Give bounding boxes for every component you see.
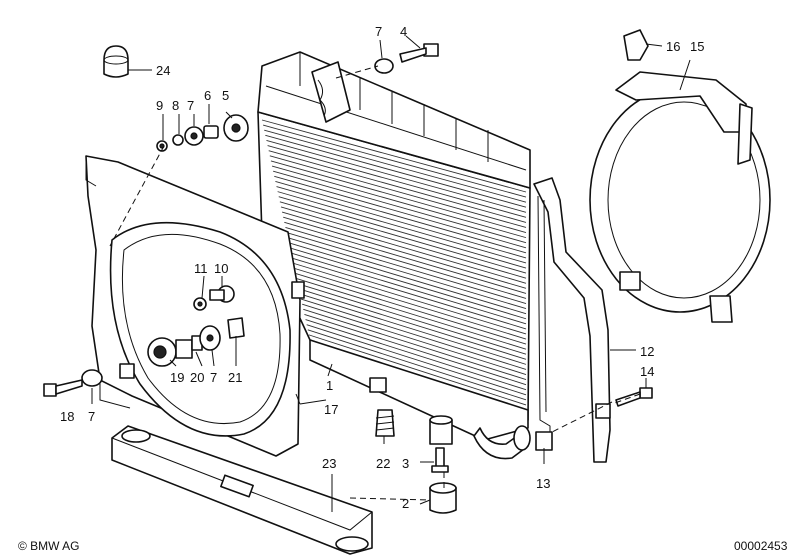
label-12: 12 <box>640 344 654 359</box>
radiator-fin <box>295 273 527 345</box>
condenser-frame <box>533 177 611 463</box>
label-24: 24 <box>156 63 170 78</box>
radiator-fin <box>271 165 527 239</box>
radiator-fin <box>288 242 527 315</box>
radiator-fins <box>261 119 527 411</box>
radiator-fin <box>264 129 527 203</box>
radiator-fin <box>278 196 527 269</box>
label-23: 23 <box>322 456 336 471</box>
radiator-fin <box>269 155 527 228</box>
label-7-top: 7 <box>375 24 382 39</box>
radiator-fin <box>289 247 527 320</box>
label-11: 11 <box>194 261 208 276</box>
radiator-fin <box>283 216 527 289</box>
radiator-fin <box>298 288 527 360</box>
label-21: 21 <box>228 370 242 385</box>
radiator-fin <box>276 186 527 259</box>
label-8: 8 <box>172 98 179 113</box>
radiator <box>257 51 531 460</box>
label-7-top-left: 7 <box>187 98 194 113</box>
radiator-fin <box>299 293 527 365</box>
label-14: 14 <box>640 364 654 379</box>
label-13: 13 <box>536 476 550 491</box>
label-4: 4 <box>400 24 407 39</box>
bolt-18 <box>43 369 103 397</box>
radiator-fin <box>273 170 527 244</box>
radiator-fin <box>290 252 527 325</box>
radiator-fin <box>308 334 527 406</box>
label-19: 19 <box>170 370 184 385</box>
radiator-fin <box>307 329 527 401</box>
rubber-mount-24 <box>103 45 129 78</box>
diagram-number: 00002453 <box>734 539 788 553</box>
radiator-fin <box>262 124 527 198</box>
radiator-fin <box>281 211 527 284</box>
radiator-fin <box>306 324 527 396</box>
rubber-mount-2 <box>429 482 457 514</box>
support-rail <box>111 425 373 555</box>
label-16: 16 <box>666 39 680 54</box>
radiator-fin <box>304 313 527 386</box>
radiator-fin <box>287 237 527 310</box>
copyright-text: © BMW AG <box>18 539 80 553</box>
part-labels: 24 9 8 7 6 5 7 4 16 15 11 10 19 20 7 21 … <box>60 24 704 511</box>
radiator-fin <box>284 221 527 294</box>
label-20: 20 <box>190 370 204 385</box>
radiator-fin <box>266 140 527 213</box>
label-18: 18 <box>60 409 74 424</box>
radiator-fin <box>279 201 527 274</box>
label-5: 5 <box>222 88 229 103</box>
label-22: 22 <box>376 456 390 471</box>
radiator-fin <box>294 267 527 340</box>
bolt-4 <box>374 43 439 74</box>
radiator-fin <box>265 134 527 208</box>
radiator-fin <box>303 308 527 381</box>
fan-shroud-front <box>85 155 305 457</box>
label-1: 1 <box>326 378 333 393</box>
label-15: 15 <box>690 39 704 54</box>
radiator-fin <box>300 298 527 370</box>
radiator-fin <box>297 283 527 355</box>
bolt-3 <box>431 447 449 473</box>
label-17: 17 <box>324 402 338 417</box>
label-10: 10 <box>214 261 228 276</box>
screw-22 <box>375 409 395 437</box>
radiator-fin <box>296 278 527 350</box>
radiator-fin <box>267 145 527 218</box>
radiator-fin <box>261 119 527 193</box>
mount-stack-19-21 <box>147 317 245 367</box>
radiator-fin <box>293 262 527 335</box>
radiator-fin <box>280 206 527 279</box>
label-7-left: 7 <box>88 409 95 424</box>
label-2: 2 <box>402 496 409 511</box>
fan-cowl-rear <box>589 29 771 323</box>
radiator-fin <box>285 227 527 299</box>
radiator-fin <box>286 232 527 304</box>
mount-stack-5-9 <box>156 114 249 152</box>
screws-10-11 <box>193 285 235 311</box>
radiator-fin <box>274 175 527 249</box>
leader-lines <box>91 35 691 512</box>
radiator-fin <box>292 257 527 330</box>
radiator-fin <box>275 180 527 254</box>
label-3: 3 <box>402 456 409 471</box>
screw-14 <box>615 387 653 407</box>
radiator-fin <box>305 319 527 391</box>
radiator-fin <box>270 160 527 233</box>
radiator-fin <box>277 191 527 264</box>
radiator-fin <box>268 150 527 223</box>
radiator-fin <box>302 303 527 375</box>
label-9: 9 <box>156 98 163 113</box>
label-6: 6 <box>204 88 211 103</box>
label-7-mid: 7 <box>210 370 217 385</box>
